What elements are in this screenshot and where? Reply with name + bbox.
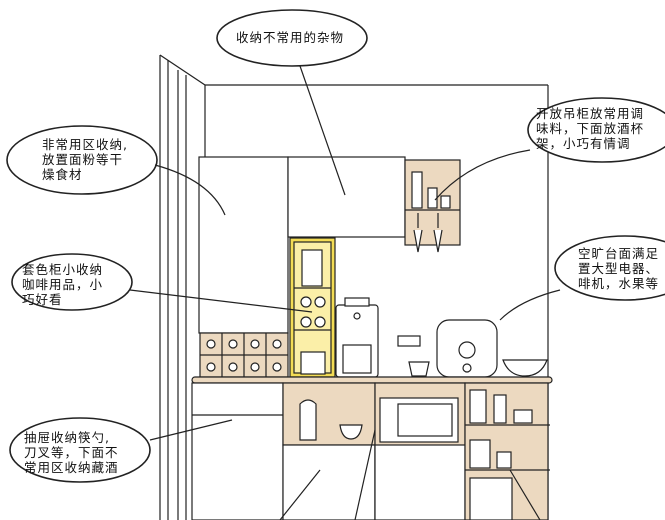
upper-cabinet-middle <box>287 156 406 238</box>
rice-cooker <box>436 319 498 378</box>
countertop <box>191 376 553 384</box>
bowls <box>408 361 430 377</box>
drawer-cabinet <box>191 382 284 520</box>
annotation-line: 架，小巧有情调 <box>536 136 631 151</box>
annotation-line: 非常用区收纳, <box>42 137 128 152</box>
box <box>300 351 326 375</box>
annotation-right-lower: 空旷台面满足 置大型电器、 啡机，水果等 <box>578 246 659 291</box>
small-drawers <box>199 332 289 378</box>
annotation-line: 巧好看 <box>22 292 63 307</box>
cup <box>314 316 326 328</box>
annotation-line: 置大型电器、 <box>578 261 660 276</box>
cup <box>314 296 326 308</box>
cup <box>300 296 312 308</box>
fruit-bowl <box>502 359 548 377</box>
annotation-line: 啡机，水果等 <box>578 276 660 291</box>
kettle <box>299 399 317 441</box>
annotation-line: 抽屉收纳筷勺, <box>24 430 110 445</box>
speech-bubbles <box>6 9 665 483</box>
microwave <box>379 397 459 443</box>
annotation-line: 常用区收纳藏酒 <box>24 460 119 475</box>
upper-cabinet-left <box>198 156 289 334</box>
annotation-line: 空旷台面满足 <box>578 246 660 261</box>
annotation-left-upper: 非常用区收纳, 放置面粉等干 燥食材 <box>42 137 128 182</box>
spice-jar <box>427 187 438 209</box>
annotation-line: 套色柜小收纳 <box>22 262 104 277</box>
annotation-right-upper: 开放吊柜放常用调 味料，下面放酒杯 架，小巧有情调 <box>536 106 644 151</box>
open-lower-shelf <box>282 382 376 446</box>
cup <box>300 316 312 328</box>
wine-glass <box>413 213 423 253</box>
wine-glass <box>433 213 443 253</box>
spice-jar <box>440 195 451 209</box>
spice-jar <box>411 171 423 209</box>
annotation-left-middle: 套色柜小收纳 咖啡用品，小 巧好看 <box>22 262 103 307</box>
annotation-line: 燥食材 <box>42 167 83 182</box>
annotation-line: 咖啡用品，小 <box>22 277 104 292</box>
leader-lines <box>129 65 561 520</box>
coffee-machine <box>335 297 379 378</box>
annotation-line: 放置面粉等干 <box>42 152 124 167</box>
annotation-line: 开放吊柜放常用调 <box>536 106 645 121</box>
annotation-left-lower: 抽屉收纳筷勺, 刀叉等，下面不 常用区收纳藏酒 <box>24 430 119 475</box>
annotation-top: 收纳不常用的杂物 <box>236 30 345 45</box>
wall-frame <box>159 54 549 520</box>
power-socket <box>397 335 421 347</box>
annotation-line: 味料，下面放酒杯 <box>536 121 645 136</box>
annotation-line: 刀叉等，下面不 <box>24 445 119 460</box>
mixing-bowl <box>339 424 363 440</box>
coffee-bag <box>301 249 323 287</box>
